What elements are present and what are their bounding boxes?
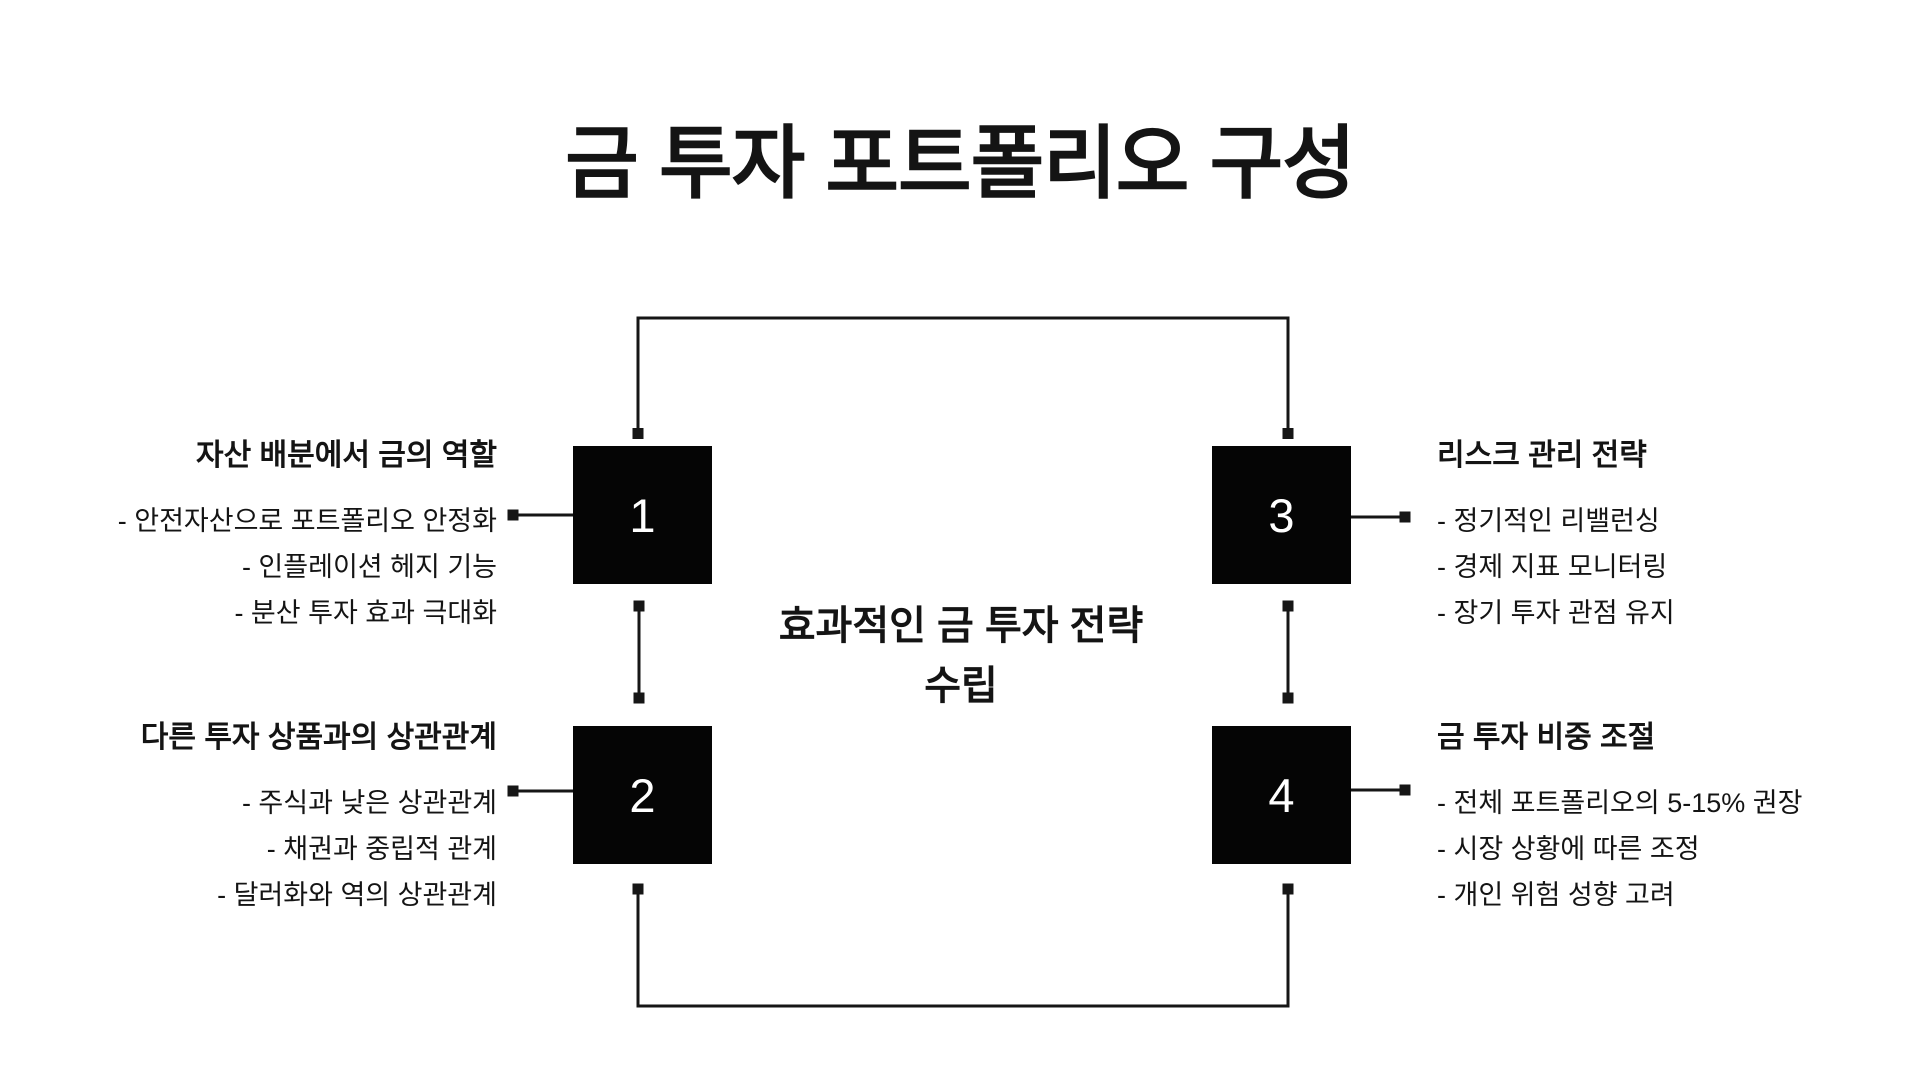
- section-4-title: 금 투자 비중 조절: [1437, 721, 1656, 754]
- pointer-to-section-2: [507, 785, 573, 797]
- bullet-item: - 정기적인 리밸런싱: [1437, 506, 1660, 536]
- arrow-square: [1282, 692, 1294, 704]
- center-label: 효과적인 금 투자 전략 수립: [779, 596, 1144, 716]
- arrow-square: [1282, 428, 1294, 439]
- bullet-item: - 시장 상황에 따른 조정: [1437, 834, 1700, 864]
- bullet-item: - 주식과 낮은 상관관계: [241, 788, 497, 818]
- step-number-3: 3: [1268, 488, 1295, 542]
- center-line-2: 수립: [924, 664, 998, 708]
- step-number-1: 1: [629, 488, 656, 542]
- arrow-square: [507, 509, 519, 521]
- section-2-title: 다른 투자 상품과의 상관관계: [140, 721, 497, 754]
- pointer-to-section-3: [1351, 511, 1411, 523]
- section-risk-management: 리스크 관리 전략 - 정기적인 리밸런싱 - 경제 지표 모니터링 - 장기 …: [1437, 436, 1675, 636]
- arrow-square: [1399, 784, 1411, 796]
- arrow-square: [1282, 883, 1294, 895]
- bullet-item: - 분산 투자 효과 극대화: [234, 598, 497, 628]
- bullet-item: - 경제 지표 모니터링: [1437, 552, 1668, 582]
- arrow-square: [633, 600, 645, 612]
- section-3-items: - 정기적인 리밸런싱 - 경제 지표 모니터링 - 장기 투자 관점 유지: [1437, 498, 1675, 636]
- section-1-title: 자산 배분에서 금의 역할: [195, 439, 497, 472]
- section-3-title: 리스크 관리 전략: [1437, 439, 1647, 472]
- bullet-item: - 달러화와 역의 상관관계: [217, 880, 497, 910]
- section-4-items: - 전체 포트폴리오의 5-15% 권장 - 시장 상황에 따른 조정 - 개인…: [1437, 780, 1802, 918]
- bullet-item: - 인플레이션 헤지 기능: [241, 552, 497, 582]
- connector-bottom-loop: [632, 883, 1294, 1008]
- step-box-2: 2: [573, 726, 712, 864]
- connector-box1-box2: [633, 600, 645, 704]
- connector-top-loop: [632, 316, 1294, 439]
- page-title: 금 투자 포트폴리오 구성: [565, 119, 1356, 208]
- arrow-square: [1282, 600, 1294, 612]
- step-number-2: 2: [629, 768, 656, 822]
- arrow-square: [507, 785, 519, 797]
- bullet-item: - 전체 포트폴리오의 5-15% 권장: [1437, 788, 1803, 818]
- step-box-1: 1: [573, 446, 712, 584]
- center-line-1: 효과적인 금 투자 전략: [778, 604, 1144, 648]
- arrow-square: [1399, 511, 1411, 523]
- arrow-square: [633, 692, 645, 704]
- connector-box3-box4: [1282, 600, 1294, 704]
- section-2-items: - 주식과 낮은 상관관계 - 채권과 중립적 관계 - 달러화와 역의 상관관…: [141, 780, 497, 918]
- bullet-item: - 채권과 중립적 관계: [266, 834, 497, 864]
- bullet-item: - 장기 투자 관점 유지: [1437, 598, 1675, 628]
- step-box-3: 3: [1212, 446, 1351, 584]
- step-box-4: 4: [1212, 726, 1351, 864]
- arrow-square: [632, 428, 644, 439]
- section-1-items: - 안전자산으로 포트폴리오 안정화 - 인플레이션 헤지 기능 - 분산 투자…: [118, 498, 497, 636]
- arrow-square: [632, 883, 644, 895]
- pointer-to-section-4: [1351, 784, 1411, 796]
- section-correlation: 다른 투자 상품과의 상관관계 - 주식과 낮은 상관관계 - 채권과 중립적 …: [141, 718, 497, 918]
- pointer-to-section-1: [507, 509, 573, 521]
- step-number-4: 4: [1268, 768, 1295, 822]
- bullet-item: - 안전자산으로 포트폴리오 안정화: [117, 506, 497, 536]
- section-weight-adjustment: 금 투자 비중 조절 - 전체 포트폴리오의 5-15% 권장 - 시장 상황에…: [1437, 718, 1802, 918]
- section-asset-allocation: 자산 배분에서 금의 역할 - 안전자산으로 포트폴리오 안정화 - 인플레이션…: [118, 436, 497, 636]
- bullet-item: - 개인 위험 성향 고려: [1437, 880, 1675, 910]
